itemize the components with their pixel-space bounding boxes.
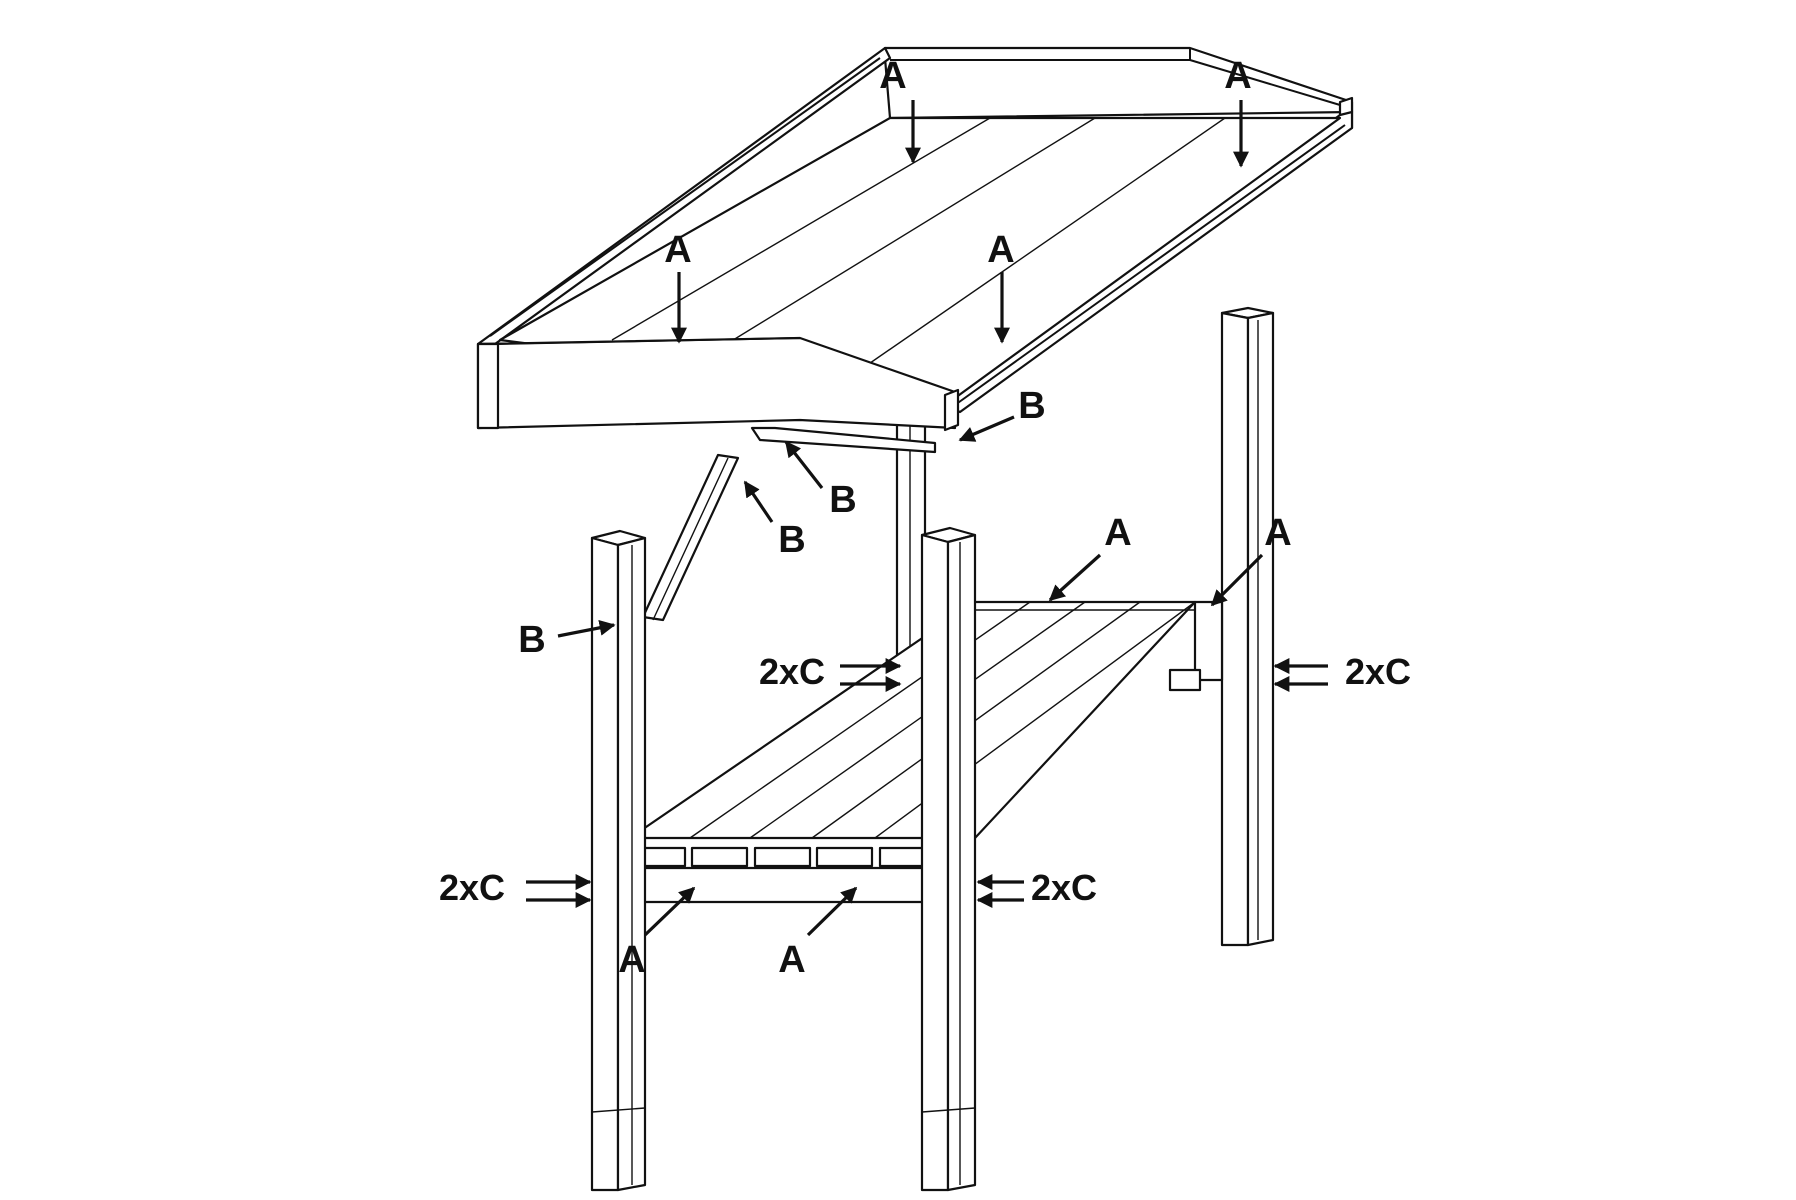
label-b-top-brace: B [829,479,856,521]
label-2xc-right: 2xC [1345,651,1411,692]
front-left-leg [590,529,647,1192]
front-right-leg [920,526,977,1192]
label-b-diagonal-brace: B [778,519,805,561]
back-right-leg [1220,306,1275,947]
arrow-a-shelf-back-rail [1210,553,1264,607]
arrow-b-diagonal-brace [743,480,774,523]
arrow-b-top-leg [958,415,1015,442]
label-b-top-leg: B [1018,385,1045,427]
label-2xc-left: 2xC [439,867,505,908]
back-left-leg [895,418,927,657]
callouts: A A A A B B B B A A 2xC 2xC [439,55,1411,981]
label-a-top-front-right: A [987,229,1014,271]
table-top [476,46,1354,432]
label-2xc-front-right: 2xC [1031,867,1097,908]
label-a-top-back-left: A [879,55,906,97]
diagonal-brace [641,453,740,622]
label-a-front-rail-right: A [778,939,805,981]
label-b-left-leg: B [518,619,545,661]
arrow-b-left-leg [557,619,616,638]
lower-shelf [628,600,1224,904]
label-a-front-rail-left: A [618,939,645,981]
arrow-a-front-rail-left [643,886,696,937]
arrow-a-front-rail-right [806,886,858,937]
label-a-top-back-right: A [1224,55,1251,97]
label-a-shelf-slats: A [1104,512,1131,554]
label-a-shelf-back-rail: A [1264,512,1291,554]
arrow-a-shelf-slats [1048,553,1102,602]
arrow-b-top-brace [784,440,824,489]
top-brace [750,426,937,454]
label-2xc-middle: 2xC [759,651,825,692]
label-a-top-front-left: A [664,229,691,271]
